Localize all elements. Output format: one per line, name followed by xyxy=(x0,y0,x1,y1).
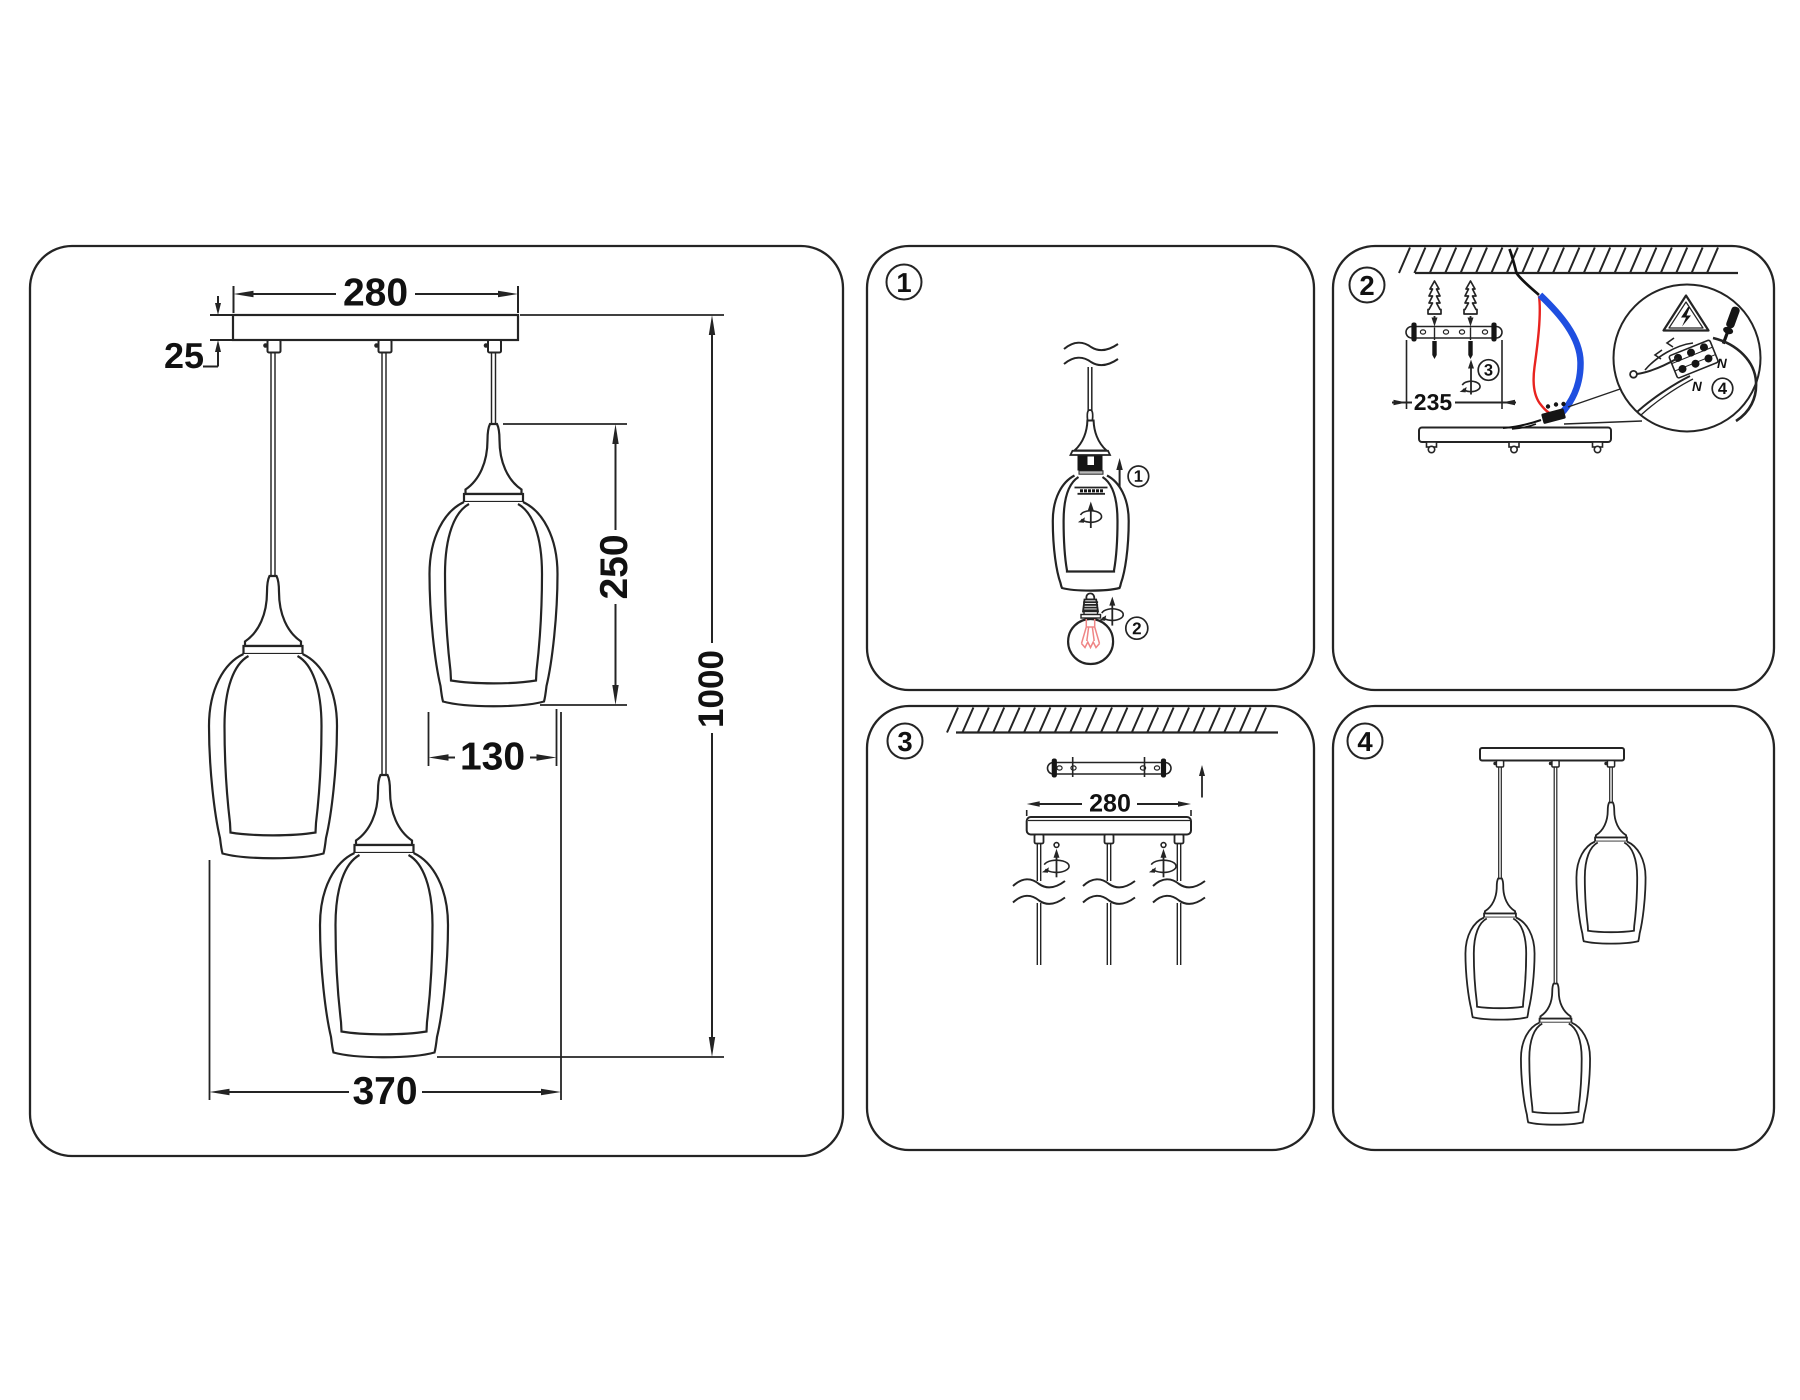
svg-text:370: 370 xyxy=(352,1070,417,1113)
svg-text:130: 130 xyxy=(460,735,525,778)
svg-text:280: 280 xyxy=(343,271,408,314)
svg-text:2: 2 xyxy=(1132,619,1141,638)
svg-text:2: 2 xyxy=(1359,270,1374,301)
svg-text:3: 3 xyxy=(897,726,912,757)
svg-text:N: N xyxy=(1692,379,1702,394)
svg-text:1: 1 xyxy=(896,267,911,298)
svg-text:1000: 1000 xyxy=(692,650,731,728)
svg-text:1: 1 xyxy=(1134,468,1143,486)
svg-text:N: N xyxy=(1717,356,1727,371)
svg-text:280: 280 xyxy=(1089,789,1131,817)
svg-text:4: 4 xyxy=(1357,726,1373,757)
svg-text:4: 4 xyxy=(1718,380,1728,398)
svg-text:25: 25 xyxy=(164,335,204,376)
svg-text:250: 250 xyxy=(593,534,636,599)
svg-text:3: 3 xyxy=(1484,361,1493,379)
svg-text:235: 235 xyxy=(1414,389,1453,415)
